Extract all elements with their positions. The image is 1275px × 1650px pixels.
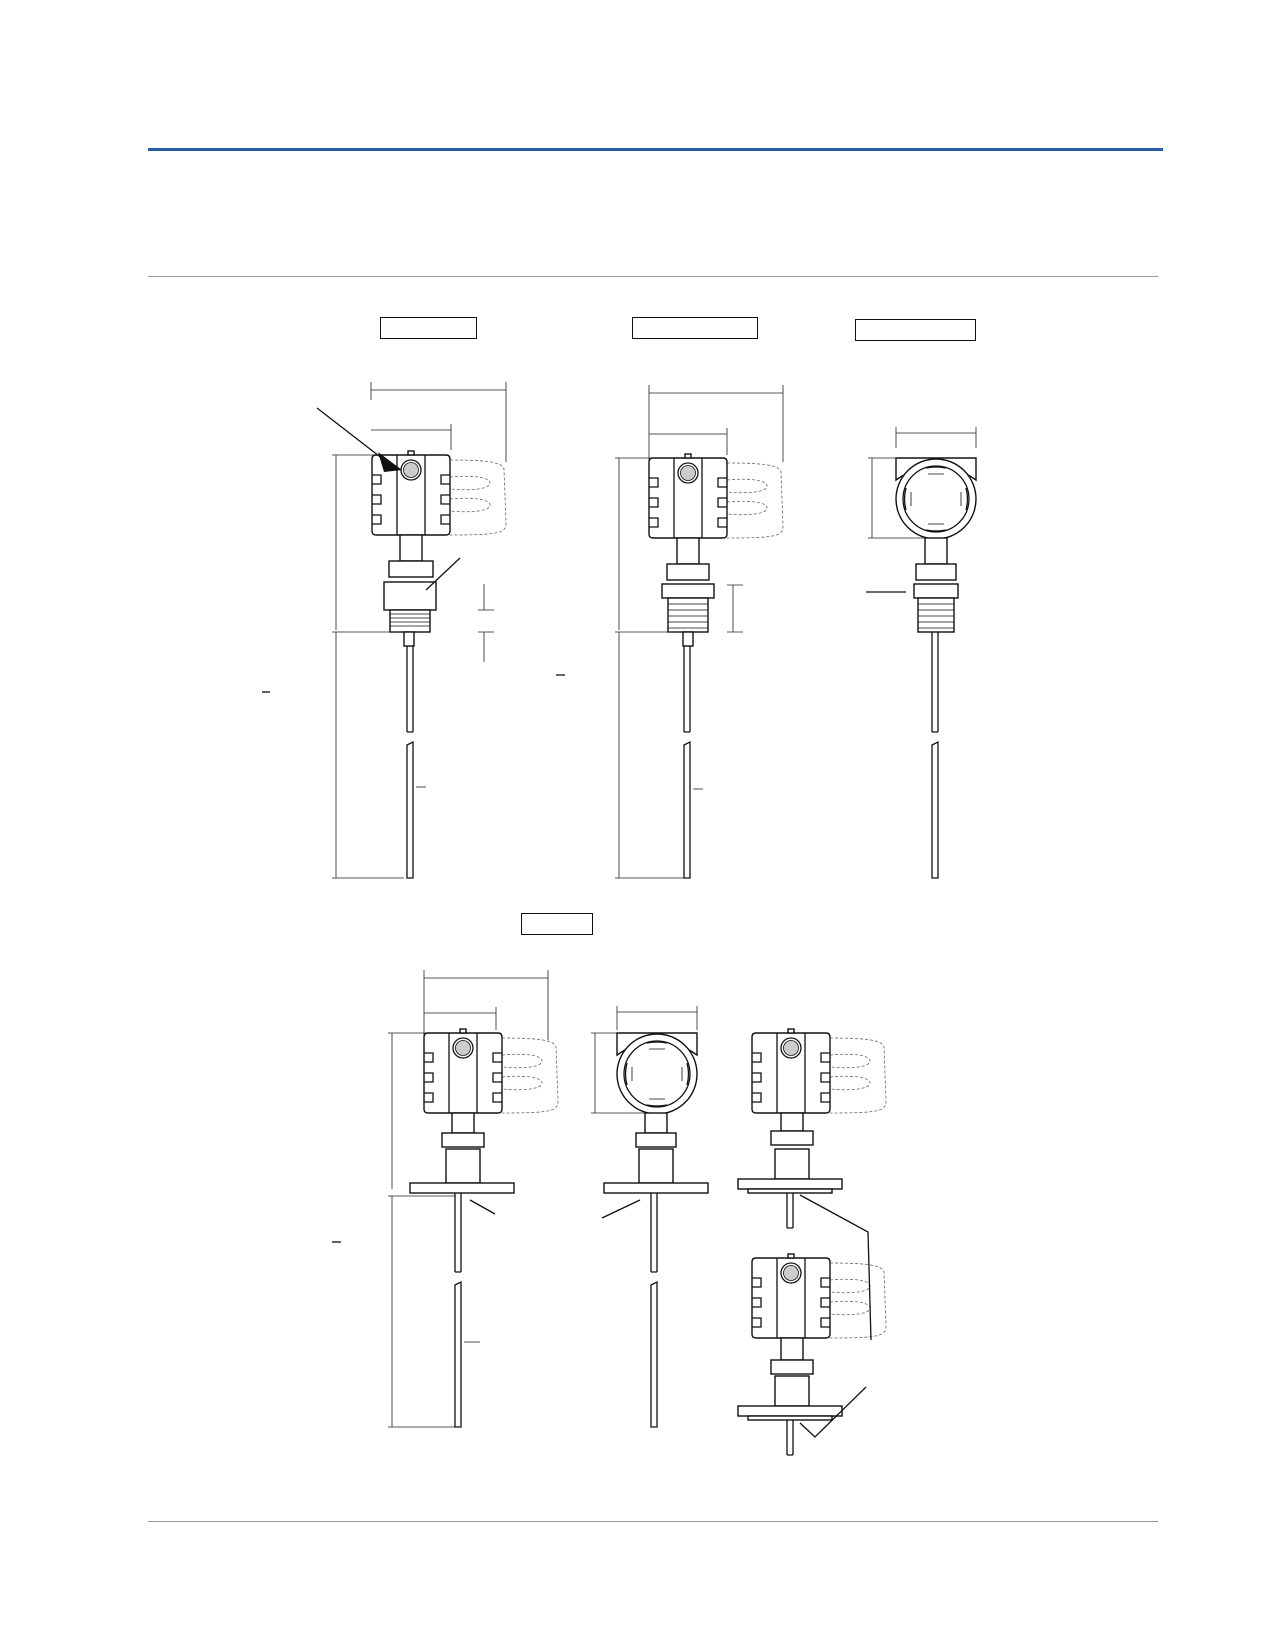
- figure-3-threaded-probe-front: [866, 427, 977, 879]
- figure-4-flanged-probe: [332, 970, 559, 1428]
- figure-6-flanged-probe-options: [737, 1028, 887, 1456]
- figure-label-box-2: [632, 317, 758, 339]
- figure-5-flanged-probe-front: [591, 1006, 709, 1428]
- figure-label-box-4: [521, 913, 593, 935]
- footer-divider: [148, 1521, 1158, 1522]
- figure-1-threaded-probe: [262, 382, 507, 879]
- header-accent-rule: [148, 148, 1163, 151]
- figure-2-threaded-probe: [556, 385, 784, 879]
- section-divider: [148, 276, 1158, 277]
- figure-label-box-3: [855, 319, 976, 341]
- figure-label-box-1: [380, 317, 477, 339]
